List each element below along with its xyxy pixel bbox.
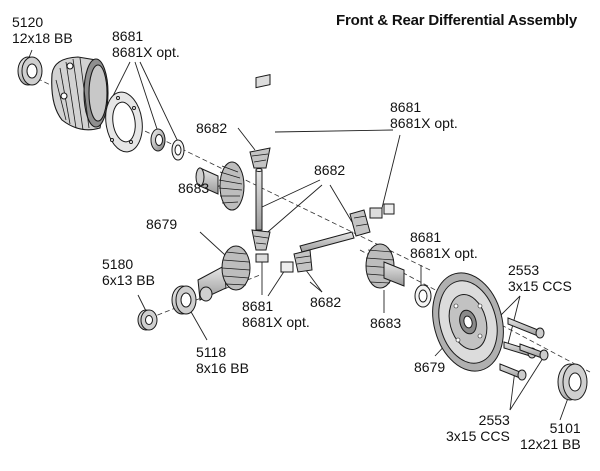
label-pinion-8679-left: 8679 xyxy=(146,216,177,232)
label-gear-8682-top: 8682 xyxy=(196,120,227,136)
pinion-gear-8679-left xyxy=(197,245,251,302)
label-screw-2553-bottom: 2553 3x15 CCS xyxy=(446,412,510,444)
part-number: 8682 xyxy=(310,294,342,310)
part-number: 8683 xyxy=(370,315,402,331)
label-gear-8682-bottom: 8682 xyxy=(310,294,341,310)
label-screw-2553-top: 2553 3x15 CCS xyxy=(508,262,572,294)
label-gear-8683-left: 8683 xyxy=(178,180,209,196)
label-ring-8681-right: 8681 8681X opt. xyxy=(390,99,458,131)
part-number: 8683 xyxy=(178,180,210,196)
cross-pin-2 xyxy=(299,231,355,253)
part-number: 5180 xyxy=(102,256,134,272)
spider-gear-8682-right xyxy=(349,203,395,237)
screws-2553 xyxy=(499,317,549,381)
spider-gear-8682-top xyxy=(249,74,271,169)
label-bearing-5120: 5120 12x18 BB xyxy=(12,14,73,46)
part-number: 8681 xyxy=(410,229,442,245)
o-ring-8681-top xyxy=(150,128,185,161)
part-desc: 3x15 CCS xyxy=(446,428,510,444)
part-desc: 12x18 BB xyxy=(12,30,73,46)
leader-lines xyxy=(27,49,569,421)
cross-pin xyxy=(255,168,263,231)
part-desc: 12x21 BB xyxy=(520,436,581,452)
part-number: 8679 xyxy=(414,359,446,375)
label-bearing-5180: 5180 6x13 BB xyxy=(102,256,155,288)
label-bearing-5101: 5101 12x21 BB xyxy=(520,420,581,452)
part-number: 2553 xyxy=(478,412,510,428)
label-ring-8681-mid-right: 8681 8681X opt. xyxy=(410,229,478,261)
bearing-5101 xyxy=(557,363,588,401)
bearing-5120 xyxy=(17,56,43,86)
part-desc: 8x16 BB xyxy=(196,360,249,376)
diff-housing xyxy=(51,56,109,131)
label-gear-8682-mid: 8682 xyxy=(314,162,345,178)
part-number: 2553 xyxy=(508,262,540,278)
part-number: 8682 xyxy=(196,120,228,136)
spider-gear-8682-mid xyxy=(251,229,271,251)
part-desc: 8681X opt. xyxy=(242,314,310,330)
output-gear-8683-right xyxy=(365,243,405,289)
part-number: 8681 xyxy=(112,28,144,44)
part-number: 8682 xyxy=(314,162,346,178)
part-desc: 3x15 CCS xyxy=(508,278,572,294)
part-number: 5118 xyxy=(196,344,227,360)
part-number: 5120 xyxy=(12,14,44,30)
part-number: 5101 xyxy=(549,420,581,436)
label-gear-8683-right: 8683 xyxy=(370,315,401,331)
label-ring-gear-8679: 8679 xyxy=(414,359,445,375)
label-ring-8681-top: 8681 8681X opt. xyxy=(112,28,180,60)
bearing-5118 xyxy=(171,285,197,315)
diagram-title: Front & Rear Differential Assembly xyxy=(336,12,578,29)
spider-gear-8682-bottom xyxy=(255,249,313,273)
part-desc: 8681X opt. xyxy=(112,44,180,60)
gasket-plate xyxy=(105,91,143,153)
part-number: 8681 xyxy=(242,298,274,314)
bearing-5180 xyxy=(137,309,158,331)
o-ring-8681-right xyxy=(414,284,432,308)
part-number: 8681 xyxy=(390,99,422,115)
ring-gear-8679 xyxy=(432,272,504,372)
part-desc: 8681X opt. xyxy=(410,245,478,261)
part-desc: 8681X opt. xyxy=(390,115,458,131)
label-bearing-5118: 5118 8x16 BB xyxy=(196,344,249,376)
output-gear-8683-left xyxy=(195,161,245,211)
part-number: 8679 xyxy=(146,216,178,232)
part-desc: 6x13 BB xyxy=(102,272,155,288)
label-ring-8681-bottom: 8681 8681X opt. xyxy=(242,298,310,330)
